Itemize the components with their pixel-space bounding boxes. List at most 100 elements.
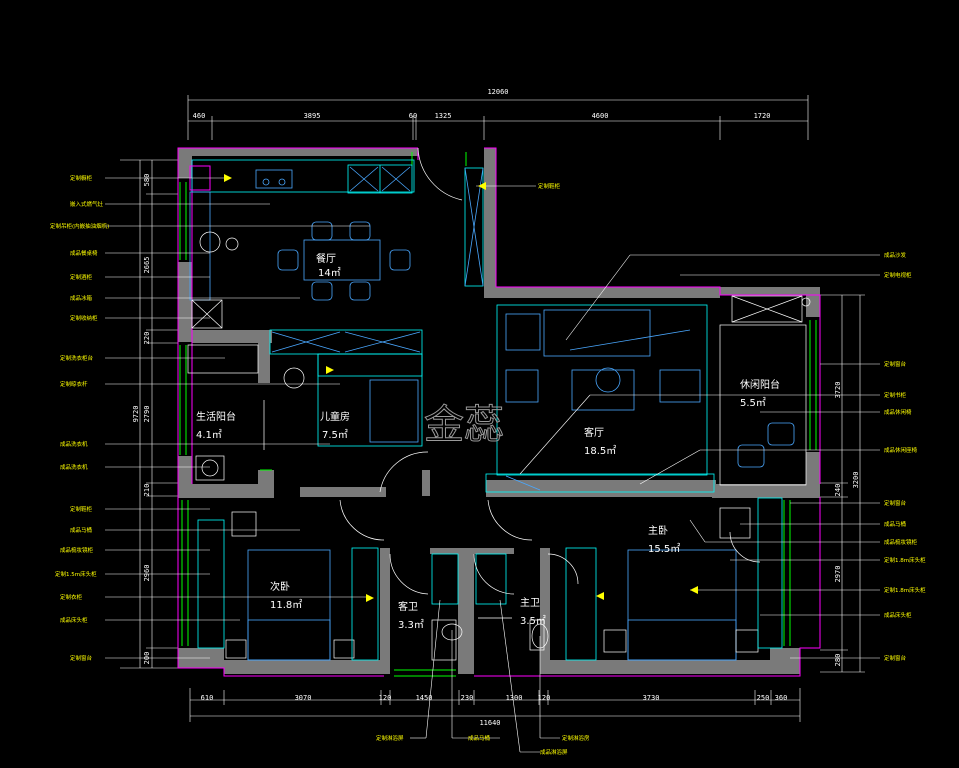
annotation-arrows (224, 174, 698, 602)
living-room-furniture (485, 304, 715, 493)
bottom-note-4: 定制淋浴房 (562, 734, 590, 742)
room-living-area: 18.5㎡ (584, 445, 616, 457)
left-note-9: 定制晾衣杆 (60, 380, 88, 388)
top-dim-3: 60 (409, 112, 417, 120)
room-kids-area: 7.5㎡ (322, 429, 348, 441)
left-note-3: 定制吊柜(内嵌抽油烟机) (50, 222, 109, 230)
left-note-7: 定制收纳柜 (70, 314, 98, 322)
room-utility-balcony-name: 生活阳台 (196, 410, 236, 423)
right-note-13: 成品床头柜 (884, 611, 912, 619)
bottom-dim-10: 360 (775, 694, 788, 702)
bottom-dim-5: 230 (461, 694, 474, 702)
left-dim-1: 580 (143, 174, 151, 187)
right-note-3: 定制电视柜 (884, 271, 912, 279)
room-labels: 餐厅 14㎡ 客厅 18.5㎡ 休闲阳台 5.5㎡ 生活阳台 4.1㎡ 儿童房 … (196, 252, 780, 631)
right-note-2: 成品沙发 (884, 251, 907, 259)
room-dining-area: 14㎡ (318, 267, 341, 279)
room-master-bedroom-area: 15.5㎡ (648, 543, 680, 555)
top-dim-5: 4600 (592, 112, 609, 120)
bottom-dim-2: 3070 (295, 694, 312, 702)
doors (339, 147, 761, 595)
room-guest-bath-area: 3.3㎡ (398, 619, 424, 631)
top-dim-4: 1325 (435, 112, 452, 120)
left-note-4: 成品餐桌椅 (70, 249, 98, 257)
right-note-12: 定制1.8m床头柜 (884, 586, 926, 594)
right-note-1: 定制鞋柜 (538, 182, 561, 190)
left-notes: 定制橱柜 嵌入式燃气灶 定制吊柜(内嵌抽油烟机) 成品餐桌椅 定制酒柜 成品冰箱… (50, 174, 109, 662)
left-note-11: 成品洗衣机 (60, 463, 88, 471)
room-dining-name: 餐厅 (316, 252, 336, 265)
room-leisure-balcony-name: 休闲阳台 (740, 378, 780, 391)
bottom-dim-9: 250 (757, 694, 770, 702)
right-note-14: 定制窗台 (884, 654, 907, 662)
bottom-notes: 定制淋浴屏 成品马桶 成品淋浴屏 定制淋浴房 (376, 734, 590, 756)
left-dimension-lines (120, 159, 180, 669)
left-dimension-text: 9720 580 2665 220 2790 210 2960 200 (132, 174, 151, 665)
left-note-10: 成品洗衣机 (60, 440, 88, 448)
left-note-2: 嵌入式燃气灶 (70, 200, 104, 208)
bottom-dim-6: 1300 (506, 694, 523, 702)
right-note-7: 成品休闲座椅 (884, 446, 918, 454)
left-note-15: 定制1.5m床头柜 (55, 570, 97, 578)
right-note-6: 成品休闲椅 (884, 408, 912, 416)
top-dimension-text: 12060 460 3895 60 1325 4600 1720 (193, 88, 771, 120)
bottom-note-2: 成品马桶 (468, 734, 491, 742)
right-note-9: 成品马桶 (884, 520, 907, 528)
bottom-note-3: 成品淋浴屏 (540, 748, 568, 756)
dining-table-set (277, 221, 411, 301)
room-master-bath-name: 主卫 (520, 597, 540, 609)
room-second-bedroom-area: 11.8㎡ (270, 599, 302, 611)
left-dim-4: 2790 (143, 406, 151, 423)
bottom-dimension-text: 610 3070 120 1450 230 1300 120 3730 250 … (201, 694, 788, 727)
room-utility-balcony-area: 4.1㎡ (196, 429, 222, 441)
bottom-dimension-lines (189, 688, 801, 722)
right-note-11: 定制1.8m床头柜 (884, 556, 926, 564)
top-dimension-lines (187, 95, 809, 140)
left-note-14: 成品梳妆镜柜 (60, 546, 94, 554)
leisure-balcony-furniture (719, 295, 811, 486)
right-dim-4: 2970 (834, 566, 842, 583)
bottom-dim-7: 120 (538, 694, 551, 702)
left-note-12: 定制鞋柜 (70, 505, 93, 513)
right-note-4: 定制窗台 (884, 360, 907, 368)
left-note-leaders (105, 177, 370, 659)
left-note-18: 定制窗台 (70, 654, 93, 662)
guest-bathroom-fixtures (431, 553, 463, 661)
room-kids-name: 儿童房 (320, 410, 350, 423)
utility-balcony-furniture (187, 329, 423, 481)
right-dim-1: 3720 (834, 382, 842, 399)
bottom-dim-3: 120 (379, 694, 392, 702)
left-note-17: 成品床头柜 (60, 616, 88, 624)
room-master-bath-area: 3.5㎡ (520, 615, 546, 627)
kitchen-cabinets (189, 159, 415, 329)
right-dim-3: 240 (834, 484, 842, 497)
left-note-6: 成品冰箱 (70, 294, 93, 302)
bottom-note-leaders (410, 599, 560, 753)
left-note-16: 定制衣柜 (60, 593, 83, 601)
second-bedroom-furniture (197, 511, 379, 661)
right-notes: 定制鞋柜 成品沙发 定制电视柜 定制窗台 定制书柜 成品休闲椅 成品休闲座椅 定… (538, 182, 926, 662)
kids-room-furniture (317, 353, 423, 447)
master-bedroom-furniture (565, 497, 783, 661)
left-note-13: 成品马桶 (70, 526, 93, 534)
room-living-name: 客厅 (584, 426, 604, 439)
windows (179, 152, 817, 677)
right-note-leaders (476, 185, 880, 659)
left-note-1: 定制橱柜 (70, 174, 93, 182)
room-master-bedroom-name: 主卧 (648, 524, 668, 537)
top-dim-1: 460 (193, 112, 206, 120)
room-guest-bath-name: 客卫 (398, 600, 418, 613)
room-second-bedroom-name: 次卧 (270, 580, 290, 593)
bottom-dim-1: 610 (201, 694, 214, 702)
watermark: 金蕊 (424, 402, 504, 448)
outer-outline (177, 147, 821, 677)
bottom-dim-4: 1450 (416, 694, 433, 702)
right-dimension-text: 3720 3200 240 2970 280 (834, 382, 860, 667)
right-note-8: 定制窗台 (884, 499, 907, 507)
overall-top-dimension: 12060 (487, 88, 508, 96)
top-dim-6: 1720 (754, 112, 771, 120)
right-dimension-lines (820, 294, 865, 673)
bottom-dim-8: 3730 (643, 694, 660, 702)
top-dim-2: 3895 (304, 112, 321, 120)
